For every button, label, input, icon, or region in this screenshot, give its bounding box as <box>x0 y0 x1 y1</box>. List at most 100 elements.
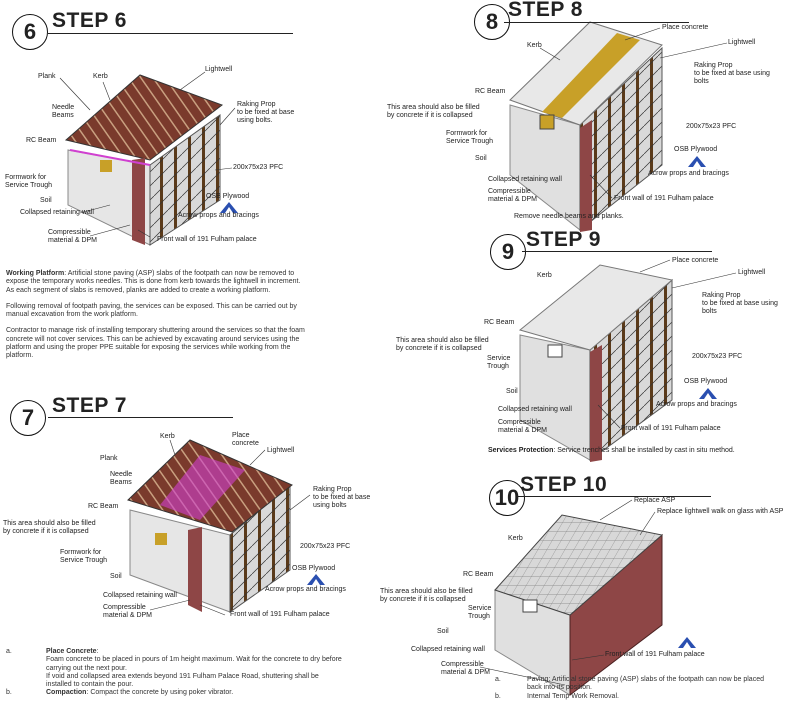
label-pfc: 200x75x23 PFC <box>692 353 743 360</box>
label-compressible: Compressible material & DPM <box>498 419 548 434</box>
label-place-concrete: Place concrete <box>672 257 719 264</box>
label-front-wall: Front wall of 191 Fulham palace <box>614 195 714 202</box>
compaction-text: : Compact the concrete by using poker vi… <box>86 689 234 697</box>
label-front-wall: Front wall of 191 Fulham palace <box>621 425 721 432</box>
label-soil: Soil <box>40 197 52 204</box>
label-rc-beam: RC Beam <box>484 319 515 326</box>
label-lightwell: Lightwell <box>738 269 766 276</box>
label-collapsed-wall: Collapsed retaining wall <box>103 592 177 599</box>
step-title: STEP 9 <box>526 228 601 251</box>
step9-note: Services Protection: Service trenches sh… <box>488 447 735 455</box>
label-lightwell: Lightwell <box>205 66 233 73</box>
label-acrow: Acrow props and bracings <box>648 170 729 177</box>
compaction-heading: Compaction <box>46 689 87 697</box>
label-collapsed-wall: Collapsed retaining wall <box>498 406 572 413</box>
label-pfc: 200x75x23 PFC <box>686 123 737 130</box>
label-formwork: Formwork for Service Trough <box>60 549 108 564</box>
step10-notes: a. Paving: Artificial stone paving (ASP) … <box>495 676 767 701</box>
label-pfc: 200x75x23 PFC <box>300 543 351 550</box>
label-soil: Soil <box>506 388 518 395</box>
place-concrete-text: : Foam concrete to be placed in pours of… <box>46 648 342 689</box>
label-rc-beam: RC Beam <box>475 88 506 95</box>
label-raking-prop: Raking Prop to be fixed at base using bo… <box>694 62 770 85</box>
label-place-concrete: Place concrete <box>662 24 709 31</box>
label-plank: Plank <box>100 455 118 462</box>
label-raking-prop: Raking Prop to be fixed at base using bo… <box>237 101 295 124</box>
list-marker: a. <box>495 676 501 683</box>
label-front-wall: Front wall of 191 Fulham palace <box>157 236 257 243</box>
step6-description: Working Platform: Artificial stone pavin… <box>6 270 306 369</box>
label-rc-beam: RC Beam <box>463 571 494 578</box>
step-number-badge: 9 <box>490 234 526 270</box>
label-compressible: Compressible material & DPM <box>441 661 491 676</box>
label-raking-prop: Raking Prop to be fixed at base using bo… <box>702 292 778 315</box>
label-needle-beams: Needle Beams <box>52 104 75 119</box>
place-concrete-heading: Place Concrete <box>46 648 97 655</box>
osb-logo-icon <box>307 574 325 585</box>
label-acrow: Acrow props and bracings <box>656 401 737 408</box>
temp-work-removal-text: Internal Temp Work Removal. <box>527 692 619 700</box>
label-soil: Soil <box>110 573 122 580</box>
label-lightwell: Lightwell <box>267 447 295 454</box>
step-title: STEP 7 <box>52 394 127 417</box>
label-compressible: Compressible material & DPM <box>488 188 538 203</box>
title-divider <box>522 251 712 252</box>
label-fill-area: This area should also be filled by concr… <box>387 104 480 119</box>
label-osb: OSB Plywood <box>684 378 728 385</box>
label-soil: Soil <box>475 155 487 162</box>
label-service-trough: Service Trough <box>487 355 511 370</box>
label-kerb: Kerb <box>527 42 542 49</box>
label-rc-beam: RC Beam <box>26 137 57 144</box>
label-kerb: Kerb <box>160 433 175 440</box>
label-collapsed-wall: Collapsed retaining wall <box>20 209 94 216</box>
label-formwork: Formwork for Service Trough <box>5 174 53 189</box>
label-compressible: Compressible material & DPM <box>103 604 153 619</box>
step-number-badge: 6 <box>12 14 48 50</box>
label-kerb: Kerb <box>537 272 552 279</box>
list-marker: b. <box>495 692 501 700</box>
services-protection-heading: Services Protection <box>488 447 554 454</box>
label-place-concrete: Place concrete <box>232 432 259 447</box>
label-needle-beams: Needle Beams <box>110 471 133 486</box>
label-collapsed-wall: Collapsed retaining wall <box>411 646 485 653</box>
label-replace-walk-on-glass: Replace lightwell walk on glass with ASP <box>657 508 784 515</box>
paving-text: Paving: Artificial stone paving (ASP) sl… <box>527 676 764 692</box>
osb-logo-icon <box>678 637 696 648</box>
title-divider <box>516 496 711 497</box>
step-number-badge: 7 <box>10 400 46 436</box>
step8-diagram <box>509 21 663 232</box>
label-kerb: Kerb <box>93 73 108 80</box>
label-osb: OSB Plywood <box>674 146 718 153</box>
step6-diagram <box>64 74 224 246</box>
osb-logo-icon <box>220 202 238 213</box>
list-marker: a. <box>6 648 12 655</box>
working-platform-heading: Working Platform <box>6 270 65 277</box>
services-text: Following removal of footpath paving, th… <box>6 302 297 319</box>
label-fill-area: This area should also be filled by concr… <box>380 588 473 603</box>
working-platform-text: : Artificial stone paving (ASP) slabs of… <box>6 270 301 294</box>
step7-notes: a. Place Concrete: Foam concrete to be pl… <box>6 648 346 698</box>
label-lightwell: Lightwell <box>728 39 756 46</box>
list-marker: b. <box>6 689 12 697</box>
label-collapsed-wall: Collapsed retaining wall <box>488 176 562 183</box>
label-osb: OSB Plywood <box>206 193 250 200</box>
osb-logo-icon <box>699 388 717 399</box>
label-plank: Plank <box>38 73 56 80</box>
label-fill-area: This area should also be filled by concr… <box>396 337 489 352</box>
label-raking-prop: Raking Prop to be fixed at base using bo… <box>313 486 371 509</box>
label-front-wall: Front wall of 191 Fulham palace <box>230 611 330 618</box>
step-number-badge: 10 <box>489 480 525 516</box>
title-divider <box>504 22 689 23</box>
label-front-wall: Front wall of 191 Fulham palace <box>605 651 705 658</box>
label-osb: OSB Plywood <box>292 565 336 572</box>
title-divider <box>48 417 233 418</box>
step10-diagram <box>494 514 664 697</box>
label-pfc: 200x75x23 PFC <box>233 164 284 171</box>
label-service-trough: Service Trough <box>468 605 492 620</box>
label-formwork: Formwork for Service Trough <box>446 130 494 145</box>
step8-note: Remove needle beams and planks. <box>514 213 624 220</box>
label-kerb: Kerb <box>508 535 523 542</box>
osb-logo-icon <box>688 156 706 167</box>
services-protection-text: : Service trenches shall be installed by… <box>553 447 735 454</box>
